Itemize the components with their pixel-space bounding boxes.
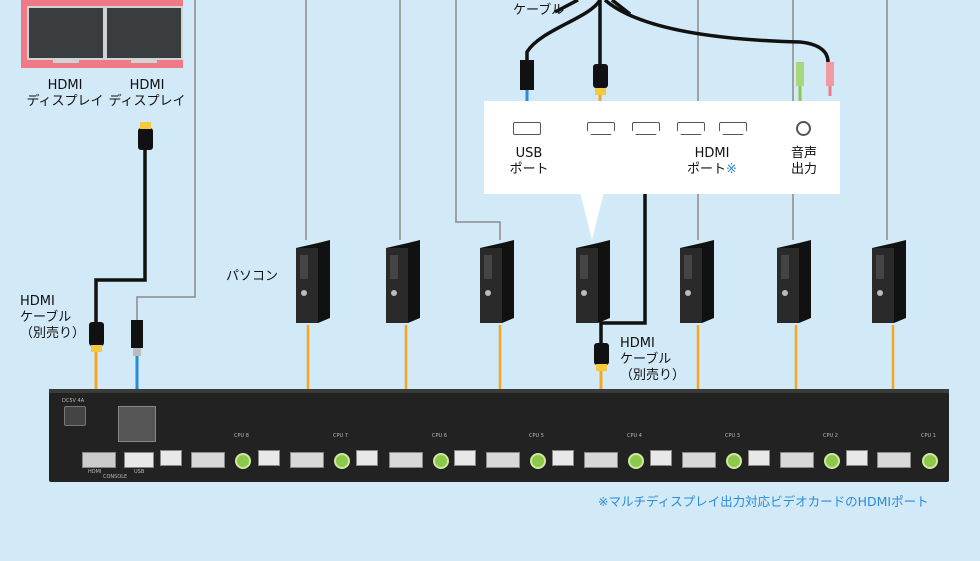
hdmi-plug-monitor-icon xyxy=(138,128,153,150)
hdmi-port-3-icon xyxy=(677,122,705,135)
cpu6-audio-port-icon xyxy=(433,453,449,469)
pc-ports-callout xyxy=(484,101,840,194)
cpu5-hdmi-port-icon xyxy=(486,452,520,468)
cable-branch-1 xyxy=(554,0,579,14)
hdmi-port-1-icon xyxy=(587,122,615,135)
cpu6-usb-port-icon xyxy=(356,450,378,466)
cpu1-label: CPU 1 xyxy=(921,433,936,439)
dc-power-jack-icon xyxy=(64,406,86,426)
console-usb-port-icon xyxy=(124,452,154,468)
monitor-2-icon xyxy=(105,6,183,63)
cpu7-hdmi-port-icon xyxy=(290,452,324,468)
kvm-power-label: DC5V 4A xyxy=(62,398,85,404)
callout-tail xyxy=(580,192,604,240)
cpu6-hdmi-port-icon xyxy=(389,452,423,468)
cpu3-label: CPU 3 xyxy=(725,433,740,439)
cpu7-label: CPU 7 xyxy=(333,433,348,439)
cpu8-usb-port-icon xyxy=(160,450,182,466)
audio-jack-icon xyxy=(796,121,811,136)
cpu5-usb-port-icon xyxy=(454,450,476,466)
hdmi-plug-top-icon xyxy=(593,64,608,88)
usb-port-icon xyxy=(513,122,541,135)
audio-plug-pink-icon xyxy=(826,62,834,86)
gray-line-pc3 xyxy=(455,0,501,240)
cpu8-audio-port-icon xyxy=(235,453,251,469)
cpu8-hdmi-port-icon xyxy=(191,452,225,468)
usb-plug-console-icon xyxy=(131,320,143,348)
cpu2-hdmi-port-icon xyxy=(780,452,814,468)
cpu1-audio-port-icon xyxy=(922,453,938,469)
hdmi-plug-console-icon xyxy=(89,322,104,346)
usb-cable-top xyxy=(525,0,602,62)
console-hdmi-port-icon xyxy=(82,452,116,468)
cpu2-usb-port-icon xyxy=(748,450,770,466)
cpu5-audio-port-icon xyxy=(530,453,546,469)
cpu3-usb-port-icon xyxy=(650,450,672,466)
monitor-1-icon xyxy=(27,6,105,63)
cpu7-usb-port-icon xyxy=(258,450,280,466)
hdmi-port-4-icon xyxy=(719,122,747,135)
cpu3-audio-port-icon xyxy=(726,453,742,469)
console-hdmi-label: HDMI xyxy=(88,469,102,475)
hdmi-port-2-icon xyxy=(632,122,660,135)
console-usb-ports-icon xyxy=(118,406,156,442)
hdmi-plug-cpu4-icon xyxy=(594,343,609,365)
console-usb-label: USB xyxy=(134,469,145,475)
cable-label-top: ケーブル xyxy=(513,3,565,18)
cpu5-label: CPU 5 xyxy=(529,433,544,439)
cpu1-usb-port-icon xyxy=(846,450,868,466)
gray-line-console-usb xyxy=(136,0,196,322)
cpu4-usb-port-icon xyxy=(552,450,574,466)
cpu3-hdmi-port-icon xyxy=(682,452,716,468)
audio-cable-top xyxy=(603,0,830,63)
cpu1-hdmi-port-icon xyxy=(877,452,911,468)
cpu7-audio-port-icon xyxy=(334,453,350,469)
kvm-switch xyxy=(49,393,949,482)
audio-plug-green-icon xyxy=(796,62,804,86)
cpu6-label: CPU 6 xyxy=(432,433,447,439)
hdmi-cable-left xyxy=(94,148,147,325)
cable-branch-2 xyxy=(610,0,632,16)
footnote: ※マルチディスプレイ出力対応ビデオカードのHDMIポート xyxy=(598,494,929,509)
cpu2-audio-port-icon xyxy=(824,453,840,469)
pc-label: パソコン xyxy=(226,269,279,284)
hdmi-port-label: HDMI ポート※ xyxy=(687,146,737,177)
hdmi-cable-mid xyxy=(599,164,647,345)
console-label: CONSOLE xyxy=(103,474,128,480)
usb-plug-icon xyxy=(520,60,534,90)
audio-out-label: 音声出力 xyxy=(790,146,817,177)
hdmi-displays xyxy=(21,0,183,68)
cpu4-label: CPU 4 xyxy=(627,433,642,439)
cpu4-audio-port-icon xyxy=(628,453,644,469)
cpu2-label: CPU 2 xyxy=(823,433,838,439)
cpu8-label: CPU 8 xyxy=(234,433,249,439)
cpu4-hdmi-port-icon xyxy=(584,452,618,468)
